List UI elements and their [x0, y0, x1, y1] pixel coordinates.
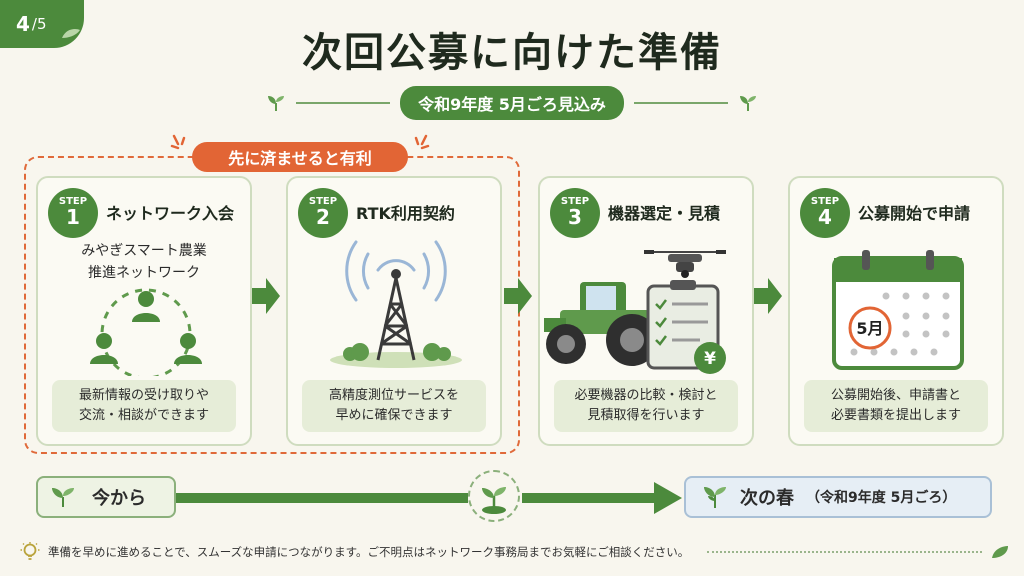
timeline-end-date: （令和9年度 5月ごろ） [806, 490, 957, 506]
leaf-icon [62, 28, 80, 38]
tractor-icon [544, 282, 658, 366]
people-network-icon [90, 288, 202, 376]
sprout-icon [704, 487, 726, 508]
drone-icon [644, 250, 726, 278]
step-card-1: STEP 1 ネットワーク入会 みやぎスマート農業 推進ネットワーク 最新情報の… [36, 176, 252, 446]
step-card-4: STEP 4 公募開始で申請 5月 公募開始後、申請書と 必要書類を提出します [788, 176, 1004, 446]
step-title: RTK利用契約 [356, 204, 455, 223]
timeline-bar [522, 493, 658, 503]
antenna-tower-icon [330, 240, 462, 368]
step-title: 公募開始で申請 [858, 204, 971, 223]
arrow-right-icon [754, 278, 782, 314]
calendar-month-mark: 5月 [856, 319, 883, 338]
step-badge-label: STEP [58, 196, 88, 207]
sparkle-icon [414, 134, 430, 150]
lightbulb-icon [20, 542, 40, 560]
step-badge-number: 4 [818, 205, 832, 229]
step-description: 高精度測位サービスを 早めに確保できます [302, 380, 486, 432]
step-subtitle-line-1: みやぎスマート農業 [81, 243, 207, 259]
step-badge: STEP 4 [800, 188, 850, 238]
timeline-bar [176, 493, 468, 503]
timeline-start-label: 今から [92, 488, 146, 509]
step-description-line: 必要書類を提出します [830, 408, 961, 423]
step-card-3: STEP 3 機器選定・見積 [538, 176, 754, 446]
step-description-line: 必要機器の比較・検討と [574, 388, 718, 403]
step-badge-number: 3 [568, 205, 582, 229]
step-badge-label: STEP [560, 196, 590, 207]
clipboard-icon [646, 280, 726, 374]
divider-line [633, 102, 728, 104]
arrow-right-icon [504, 278, 532, 314]
step-description-line: 交流・相談ができます [78, 408, 209, 423]
step-description: 最新情報の受け取りや 交流・相談ができます [52, 380, 236, 432]
sprout-icon [52, 488, 74, 507]
step-badge-label: STEP [308, 196, 338, 207]
timeline-start: 今から [36, 476, 176, 518]
seedling-icon [482, 487, 506, 514]
step-description-line: 公募開始後、申請書と [830, 388, 961, 403]
step-title: 機器選定・見積 [608, 204, 721, 223]
page-indicator: 4 /5 [0, 0, 84, 48]
step-badge: STEP 2 [298, 188, 348, 238]
step-description: 公募開始後、申請書と 必要書類を提出します [804, 380, 988, 432]
step-description-line: 高精度測位サービスを [328, 388, 459, 403]
footer-note: 準備を早めに進めることで、スムーズな申請につながります。ご不明点はネットワーク事… [20, 540, 1010, 564]
footer-divider [707, 551, 982, 553]
step-badge-number: 2 [316, 205, 330, 229]
step-card-2: STEP 2 RTK利用契約 高精度測位サービスを 早めに確保できます [286, 176, 502, 446]
step-description-line: 見積取得を行います [587, 408, 705, 423]
step-badge: STEP 1 [48, 188, 98, 238]
step-badge-label: STEP [810, 196, 840, 207]
timeline-end: 次の春 （令和9年度 5月ごろ） [684, 476, 992, 518]
step-description-line: 最新情報の受け取りや [78, 388, 209, 403]
advantage-label: 先に済ませると有利 [192, 142, 408, 172]
step-description-line: 早めに確保できます [335, 408, 453, 423]
sprout-icon [268, 96, 285, 111]
sprout-icon [739, 96, 756, 111]
step-badge: STEP 3 [550, 188, 600, 238]
leaf-icon [992, 546, 1008, 558]
footer-text: 準備を早めに進めることで、スムーズな申請につながります。ご不明点はネットワーク事… [48, 545, 690, 559]
calendar-icon: 5月 [832, 250, 964, 370]
sparkle-icon [170, 134, 186, 150]
yen-symbol: ¥ [704, 349, 716, 369]
step-title: ネットワーク入会 [106, 204, 235, 223]
timeline-end-label: 次の春 [740, 488, 794, 509]
page-current: 4 [16, 12, 30, 36]
subtitle-pill: 令和9年度 5月ごろ見込み [400, 86, 624, 120]
timeline-seedling [468, 470, 520, 522]
tractor-drone-estimate-icon: ¥ [544, 250, 726, 374]
page-total: /5 [31, 15, 47, 33]
step-subtitle-line-2: 推進ネットワーク [88, 265, 200, 281]
divider-line [296, 102, 391, 104]
arrow-right-icon [252, 278, 280, 314]
arrow-head-icon [654, 482, 682, 514]
step-badge-number: 1 [66, 205, 80, 229]
page-title: 次回公募に向けた準備 [302, 30, 722, 76]
step-description: 必要機器の比較・検討と 見積取得を行います [554, 380, 738, 432]
subtitle-row: 令和9年度 5月ごろ見込み [0, 86, 1024, 120]
